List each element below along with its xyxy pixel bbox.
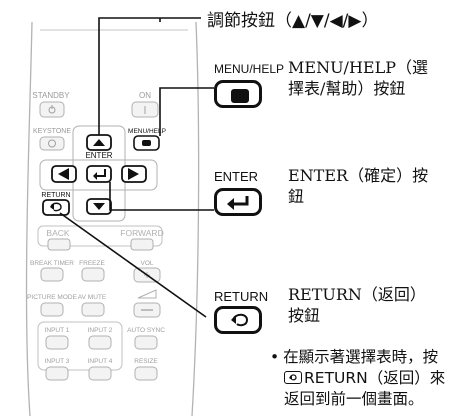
remote-body-outline bbox=[25, 21, 200, 416]
enter-leader-line bbox=[109, 182, 214, 211]
input4-button bbox=[88, 366, 112, 381]
return-leader-line bbox=[59, 212, 207, 318]
resize-label: RESIZE bbox=[134, 358, 158, 365]
freeze-label: FREEZE bbox=[79, 260, 105, 267]
return-button-icon bbox=[214, 306, 262, 334]
picture-mode-button bbox=[40, 302, 64, 317]
return-arrow-icon bbox=[231, 313, 249, 327]
enter-desc-line: ENTER（確定）按 bbox=[288, 166, 429, 185]
return-callout-label: RETURN bbox=[214, 289, 269, 304]
return-description: RETURN（返回） 按鈕 bbox=[288, 284, 426, 326]
enter-arrow-icon bbox=[227, 196, 249, 210]
enter-desc-line: 鈕 bbox=[288, 187, 305, 206]
keystone-label: KEYSTONE bbox=[33, 128, 71, 135]
input2-label: INPUT 2 bbox=[88, 327, 113, 334]
return-note: •在顯示著選擇表時，按 RETURN（返回）來 返回到前一個畫面。 bbox=[270, 347, 470, 410]
return-desc-line: RETURN（返回） bbox=[288, 285, 426, 304]
break-timer-button bbox=[40, 267, 64, 282]
enter-button-icon bbox=[214, 188, 262, 216]
menu-help-desc-line: 擇表/幫助）按鈕 bbox=[288, 79, 406, 98]
input3-label: INPUT 3 bbox=[45, 358, 70, 365]
menu-help-button-icon bbox=[214, 80, 262, 108]
picture-mode-label: PICTURE MODE bbox=[27, 294, 78, 301]
input2-button bbox=[88, 335, 112, 350]
auto-sync-label: AUTO SYNC bbox=[127, 327, 165, 334]
resize-button bbox=[134, 366, 158, 381]
input1-button bbox=[45, 335, 69, 350]
note-line-3: 返回到前一個畫面。 bbox=[270, 389, 470, 410]
break-timer-label: BREAK TIMER bbox=[30, 260, 74, 267]
input3-button bbox=[45, 366, 69, 381]
input4-label: INPUT 4 bbox=[88, 358, 113, 365]
remote-enter-label: ENTER bbox=[85, 151, 112, 160]
note-bullet: • bbox=[270, 348, 280, 366]
on-label: ON bbox=[139, 91, 151, 100]
return-inline-icon bbox=[284, 371, 302, 384]
note-text-line: 在顯示著選擇表時，按 bbox=[283, 348, 439, 366]
av-mute-button bbox=[81, 302, 105, 317]
forward-label: FORWARD bbox=[120, 228, 163, 238]
remote-enter-button bbox=[86, 165, 112, 183]
menu-help-desc-line: MENU/HELP（選 bbox=[288, 58, 428, 77]
forward-button bbox=[130, 238, 154, 251]
back-label: BACK bbox=[46, 228, 69, 238]
menu-help-description: MENU/HELP（選 擇表/幫助）按鈕 bbox=[288, 57, 428, 99]
adjustment-buttons-label: 調節按鈕（▲/▼/◀/▶） bbox=[207, 11, 379, 31]
note-text-line: 返回到前一個畫面。 bbox=[284, 390, 424, 408]
freeze-button bbox=[81, 267, 105, 282]
menu-glyph-icon bbox=[231, 89, 249, 103]
standby-label: STANDBY bbox=[32, 91, 70, 100]
adjust-leader-line bbox=[98, 17, 201, 135]
input1-label: INPUT 1 bbox=[45, 327, 70, 334]
back-button bbox=[47, 238, 71, 251]
av-mute-label: AV MUTE bbox=[78, 294, 107, 301]
vol-label: VOL bbox=[140, 260, 153, 267]
remote-return-label: RETURN bbox=[41, 192, 70, 199]
enter-description: ENTER（確定）按 鈕 bbox=[288, 165, 428, 207]
keystone-button bbox=[39, 136, 65, 151]
note-line-2: RETURN（返回）來 bbox=[270, 368, 470, 389]
menu-help-callout-label: MENU/HELP bbox=[214, 62, 285, 76]
enter-callout-label: ENTER bbox=[214, 169, 259, 184]
return-desc-line: 按鈕 bbox=[288, 306, 321, 325]
remote-return-button bbox=[42, 199, 70, 216]
remote-menu-help-label: MENU/HELP bbox=[128, 128, 166, 135]
note-text-line: RETURN（返回）來 bbox=[304, 369, 446, 387]
standby-button bbox=[39, 101, 65, 118]
menu-leader-line bbox=[159, 87, 214, 136]
note-line-1: •在顯示著選擇表時，按 bbox=[270, 347, 470, 368]
auto-sync-button bbox=[134, 335, 158, 350]
